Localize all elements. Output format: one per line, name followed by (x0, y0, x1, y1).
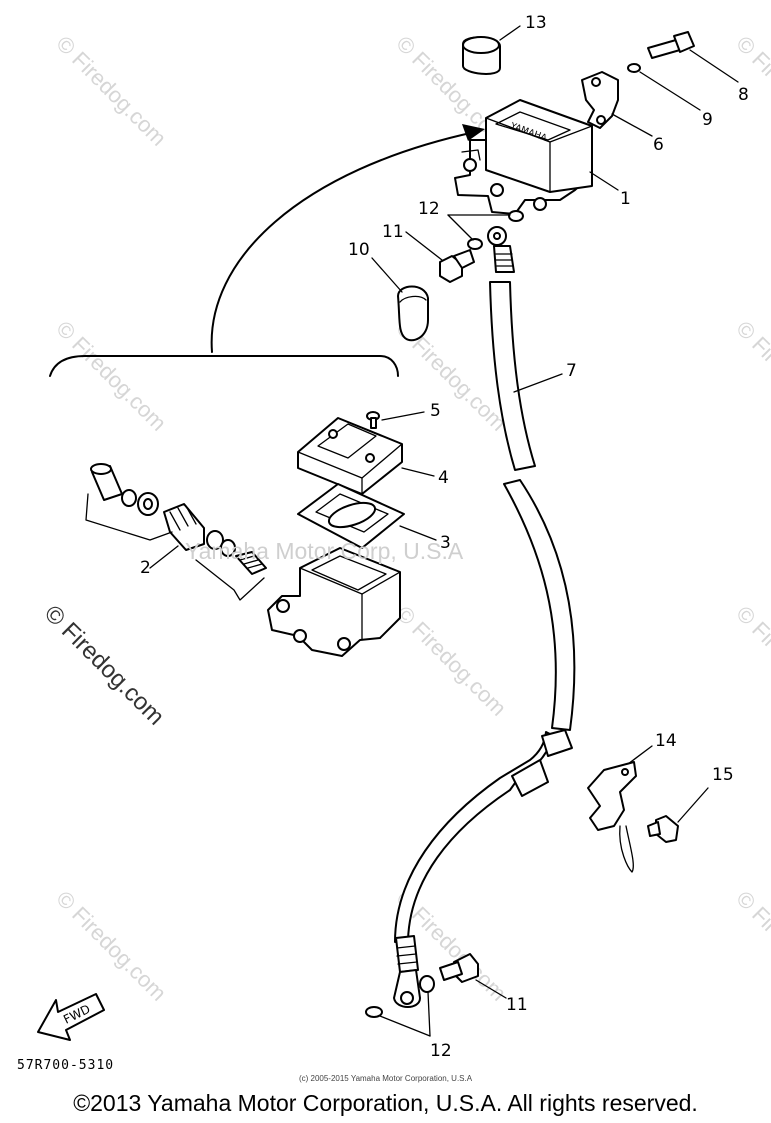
forward-direction-arrow: FWD (37, 993, 105, 1041)
callout-9: 9 (702, 110, 713, 130)
washer-part-12-bottom-a (365, 1006, 383, 1018)
callout-13: 13 (525, 13, 547, 33)
callout-14: 14 (655, 731, 677, 751)
brake-hose-part-7 (393, 226, 576, 1008)
screw-part-5 (366, 411, 380, 429)
bolt-part-8 (647, 31, 695, 59)
callout-7: 7 (566, 361, 577, 381)
washer-part-9 (627, 63, 641, 73)
assembly-arrow (210, 131, 476, 353)
watermark-text: © Firedog.com (731, 601, 771, 721)
cover-part-4 (297, 417, 403, 495)
copyright-small: (c) 2005-2015 Yamaha Motor Corporation, … (298, 1074, 473, 1083)
holder-part-6 (581, 71, 619, 129)
callout-12-top: 12 (418, 199, 440, 219)
washer-part-12-bottom-b (419, 975, 435, 993)
screw-part-15 (647, 815, 679, 843)
callout-8: 8 (738, 85, 749, 105)
callout-3: 3 (440, 533, 451, 553)
callout-2: 2 (140, 558, 151, 578)
callout-12-bottom: 12 (430, 1041, 452, 1061)
master-cylinder-body (267, 547, 401, 657)
exploded-view-bracket (49, 355, 399, 377)
watermark-text: © Firedog.com (731, 316, 771, 436)
diagram-code: 57R700-5310 (17, 1058, 115, 1073)
boot-part-10 (397, 285, 429, 342)
callout-group: 13 8 9 6 1 12 11 10 7 5 4 3 2 14 15 11 (140, 13, 749, 1061)
watermark-text: © Firedog.com (731, 886, 771, 1006)
watermark-center: Yamaha Motor Corp, U.S.A (185, 538, 464, 564)
watermark-text: © Firedog.com (51, 886, 171, 1006)
callout-6: 6 (653, 135, 664, 155)
holder-part-14 (587, 761, 637, 873)
watermark-group: © Firedog.com © Firedog.com © Firedog.co… (51, 31, 771, 1006)
union-bolt-part-11-top (439, 249, 475, 283)
callout-15: 15 (712, 765, 734, 785)
callout-10: 10 (348, 240, 370, 260)
union-bolt-part-11-bottom (439, 953, 479, 983)
copyright-main: ©2013 Yamaha Motor Corporation, U.S.A. A… (73, 1090, 698, 1116)
watermark-text: © Firedog.com (51, 31, 171, 151)
callout-4: 4 (438, 468, 449, 488)
master-cylinder-assembly: YAMAHA (454, 99, 593, 215)
callout-5: 5 (430, 401, 441, 421)
washer-part-12-top-b (508, 210, 524, 222)
callout-11-bottom: 11 (506, 995, 528, 1015)
callout-1: 1 (620, 189, 631, 209)
watermark-text: © Firedog.com (51, 316, 171, 436)
diaphragm-part-3 (297, 483, 405, 549)
piston-kit-part-2 (85, 463, 267, 601)
cap-part-13 (462, 36, 501, 75)
assembly-arrow-head (462, 124, 485, 141)
washer-part-12-top-a (467, 238, 483, 250)
watermark-text: © Firedog.com (391, 601, 511, 721)
callout-11-top: 11 (382, 222, 404, 242)
